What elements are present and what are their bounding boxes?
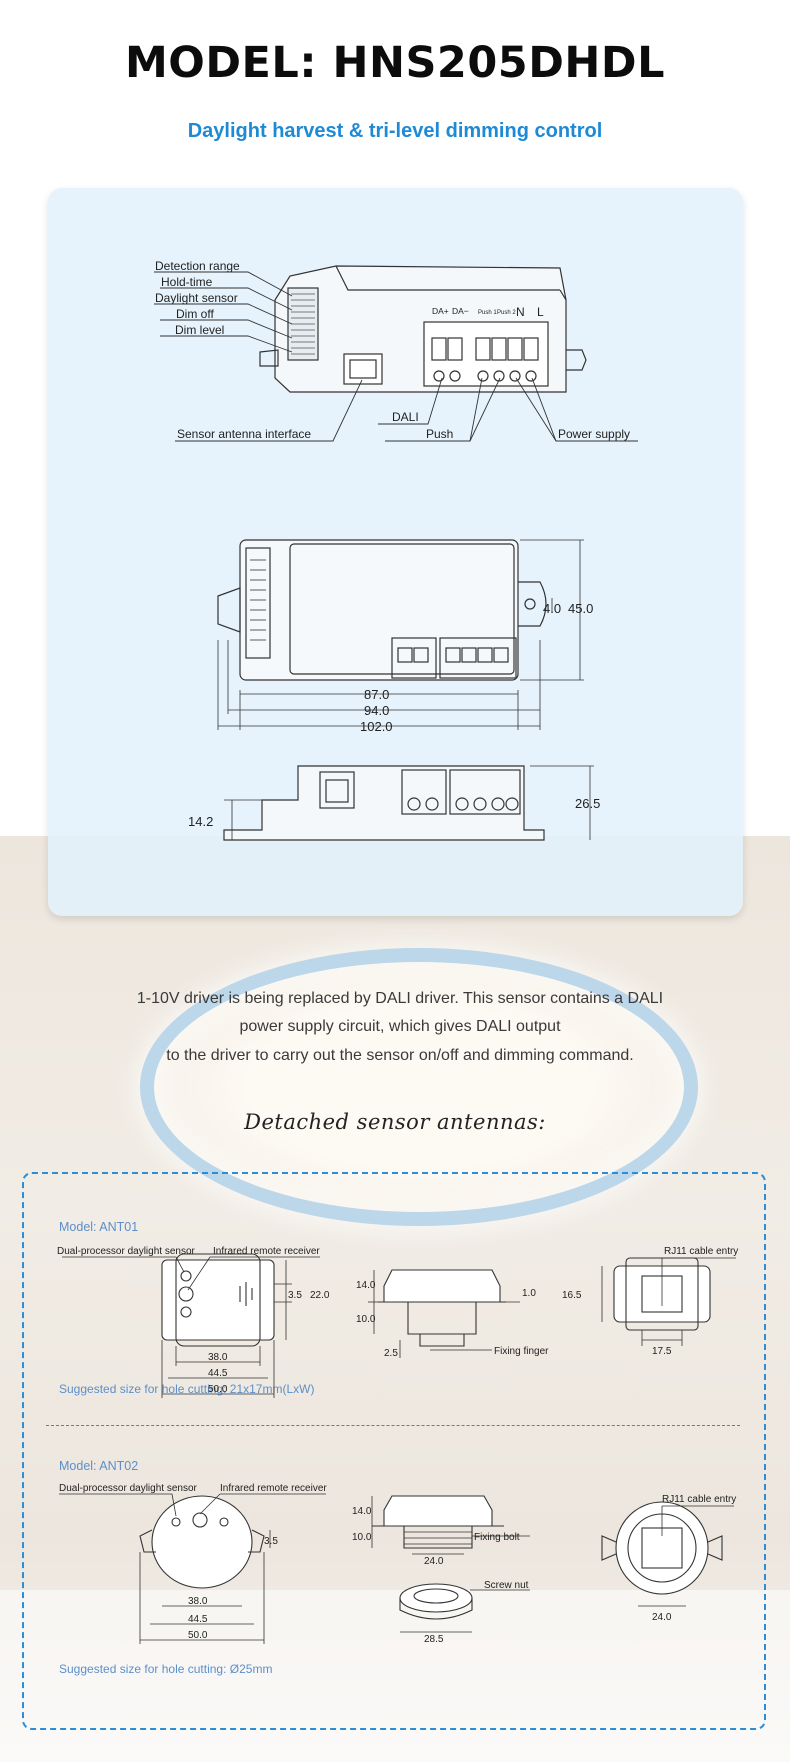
- ant01-d25: 2.5: [384, 1348, 398, 1359]
- ant02-model: Model: ANT02: [59, 1459, 139, 1473]
- ant02-d24b: 24.0: [652, 1612, 672, 1623]
- label-dim-level: Dim level: [175, 323, 224, 337]
- ant02-d38: 38.0: [188, 1596, 208, 1607]
- terminal-da-minus: DA−: [452, 306, 469, 316]
- ant02-dual-label: Dual-processor daylight sensor: [59, 1483, 198, 1494]
- ant01-front-view: [161, 1259, 275, 1341]
- ant01-rj11: RJ11 cable entry: [664, 1246, 738, 1257]
- dim-26-5: 26.5: [575, 796, 600, 811]
- ant01-d445: 44.5: [208, 1368, 228, 1379]
- page-subtitle: Daylight harvest & tri-level dimming con…: [187, 120, 603, 142]
- ant01-dual-label: Dual-processor daylight sensor: [57, 1246, 196, 1257]
- ant01-d14: 14.0: [356, 1280, 376, 1291]
- screw-nut: [399, 1583, 473, 1613]
- terminal-block: [423, 321, 549, 387]
- terminal-da-plus: DA+: [432, 306, 449, 316]
- antennas-box: [22, 1172, 766, 1730]
- ant01-side-view: [383, 1269, 501, 1303]
- ant02-d445: 44.5: [188, 1614, 208, 1625]
- terminal-push1: Push 1: [478, 310, 497, 316]
- label-detection-range: Detection range: [155, 259, 240, 273]
- ant01-d50: 50.0: [208, 1384, 228, 1395]
- description-line-1: 1-10V driver is being replaced by DALI d…: [136, 990, 664, 1007]
- ant01-ir-label: Infrared remote receiver: [213, 1246, 320, 1257]
- ant01-d165: 16.5: [562, 1290, 582, 1301]
- ant02-hole-size: Suggested size for hole cutting: Ø25mm: [59, 1662, 273, 1676]
- ant01-d38: 38.0: [208, 1352, 228, 1363]
- label-sensor-antenna: Sensor antenna interface: [177, 427, 311, 441]
- label-dali: DALI: [392, 410, 419, 424]
- ant01-d10: 10.0: [356, 1314, 376, 1325]
- dim-14-2: 14.2: [188, 814, 213, 829]
- side-view-outline: [223, 765, 545, 841]
- ant02-top-view: [615, 1501, 709, 1595]
- antennas-title: Detached sensor antennas:: [244, 1110, 546, 1134]
- description-line-2: power supply circuit, which gives DALI o…: [239, 1018, 561, 1035]
- ant01-fixing-finger: Fixing finger: [494, 1346, 549, 1357]
- ant02-rj11: RJ11 cable entry: [662, 1494, 736, 1505]
- label-daylight-sensor: Daylight sensor: [155, 291, 238, 305]
- dim-4: 4.0: [543, 601, 561, 616]
- label-hold-time: Hold-time: [161, 275, 213, 289]
- ant02-front-view: [151, 1495, 253, 1589]
- ant01-model: Model: ANT01: [59, 1220, 139, 1234]
- dim-102: 102.0: [360, 719, 393, 734]
- ant01-d175: 17.5: [652, 1346, 672, 1357]
- ant02-d50: 50.0: [188, 1630, 208, 1641]
- ant02-d285: 28.5: [424, 1634, 444, 1645]
- ant02-d24: 24.0: [424, 1556, 444, 1567]
- label-push: Push: [426, 427, 453, 441]
- ant01-hole-size: Suggested size for hole cutting: 21x17mm…: [59, 1382, 315, 1396]
- ant02-ir-label: Infrared remote receiver: [220, 1483, 327, 1494]
- terminal-n: N: [516, 305, 525, 319]
- terminal-push2: Push 2: [497, 310, 516, 316]
- ant02-screw-nut: Screw nut: [484, 1580, 529, 1591]
- product-drawings: Detection range Hold-time Daylight senso…: [154, 259, 638, 841]
- antennas-divider: [46, 1425, 740, 1426]
- label-dim-off: Dim off: [176, 307, 214, 321]
- description-line-3: to the driver to carry out the sensor on…: [166, 1047, 634, 1064]
- bottom-fade: [0, 1590, 790, 1762]
- page-title: MODEL: HNS205DHDL: [125, 38, 665, 88]
- ant02-side-view: [383, 1495, 493, 1527]
- terminal-l: L: [537, 305, 544, 319]
- ant02-d35: 3.5: [264, 1536, 278, 1547]
- ant01-d22: 22.0: [310, 1290, 330, 1301]
- label-power-supply: Power supply: [558, 427, 630, 441]
- ant01-d1: 1.0: [522, 1288, 536, 1299]
- dim-45: 45.0: [568, 601, 593, 616]
- ant02-fixing-bolt: Fixing bolt: [474, 1532, 520, 1543]
- ant02-d10: 10.0: [352, 1532, 372, 1543]
- antenna-drawings: Dual-processor daylight sensor Infrared …: [57, 1246, 738, 1645]
- ant02-d14: 14.0: [352, 1506, 372, 1517]
- dim-87: 87.0: [364, 687, 389, 702]
- ant01-d35: 3.5: [288, 1290, 302, 1301]
- dim-94: 94.0: [364, 703, 389, 718]
